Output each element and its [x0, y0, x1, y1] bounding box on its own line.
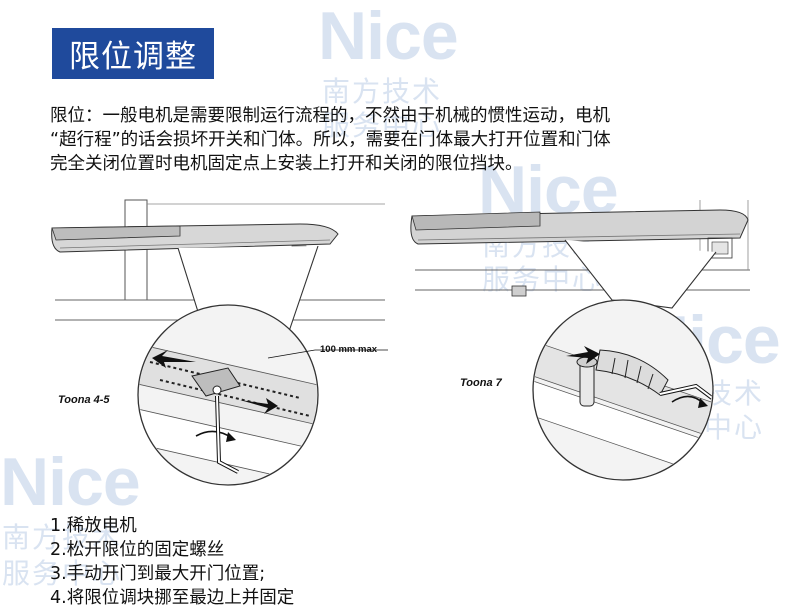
page-title: 限位调整 — [52, 28, 214, 79]
intro-paragraph: 限位：一般电机是需要限制运行流程的，不然由于机械的惯性运动，电机 “超行程”的话… — [50, 104, 750, 176]
limit-adjust-diagram: 100 mm max Toona 4-5 — [51, 199, 750, 486]
dimension-label: 100 mm max — [320, 344, 378, 355]
left-model-label: Toona 4-5 — [58, 394, 110, 406]
watermark-brand-top: Nice — [318, 0, 459, 74]
list-item: 1.稀放电机 — [50, 516, 137, 536]
right-model-label: Toona 7 — [460, 377, 503, 389]
watermark-line1-top: 南方技术 — [322, 76, 443, 107]
list-item: 3.手动开门到最大开门位置; — [50, 564, 266, 584]
list-item: 4.将限位调块挪至最边上并固定 — [50, 588, 295, 608]
steps-list: 1.稀放电机 2.松开限位的固定螺丝 3.手动开门到最大开门位置; 4.将限位调… — [50, 514, 294, 610]
right-motor-illustration: Toona 7 — [410, 200, 750, 481]
intro-line: 完全关闭位置时电机固定点上安装上打开和关闭的限位挡块。 — [50, 154, 523, 174]
left-motor-illustration: 100 mm max Toona 4-5 — [51, 199, 388, 486]
list-item: 2.松开限位的固定螺丝 — [50, 540, 225, 560]
intro-line: 限位：一般电机是需要限制运行流程的，不然由于机械的惯性运动，电机 — [50, 106, 610, 126]
intro-line: “超行程”的话会损坏开关和门体。所以，需要在门体最大打开位置和门体 — [50, 130, 611, 150]
